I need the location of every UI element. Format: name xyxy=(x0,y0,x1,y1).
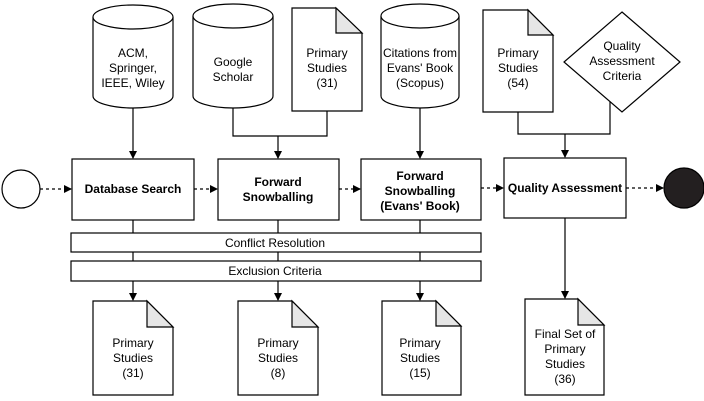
label-line: Studies xyxy=(545,357,585,371)
label-line: Primary xyxy=(399,336,440,350)
label-line: ACM, xyxy=(118,46,148,60)
label-line: (36) xyxy=(554,372,575,386)
label-line: Quality Assessment xyxy=(508,181,622,195)
digital-libraries-label: ACM,Springer,IEEE, Wiley xyxy=(101,46,164,90)
label-line: Criteria xyxy=(603,69,642,83)
label-line: Final Set of xyxy=(535,327,596,341)
label-line: Snowballing xyxy=(385,184,456,198)
label-line: (54) xyxy=(507,76,528,90)
label-line: Database Search xyxy=(85,182,182,196)
label-line: Quality xyxy=(603,39,640,53)
label-line: Springer, xyxy=(109,61,157,75)
label-line: Snowballing xyxy=(243,190,314,204)
label-line: Primary xyxy=(112,336,153,350)
quality-assessment-process: Quality Assessment xyxy=(503,157,627,219)
label-line: (Evans' Book) xyxy=(380,199,460,213)
label-line: (Scopus) xyxy=(396,76,444,90)
label-line: (15) xyxy=(409,366,430,380)
label-line: Citations from xyxy=(383,46,457,60)
label-line: Primary xyxy=(544,342,585,356)
digital-libraries-database: ACM,Springer,IEEE, Wiley xyxy=(92,4,174,109)
label-line: IEEE, Wiley xyxy=(101,76,164,90)
exclusion-criteria-label: Exclusion Criteria xyxy=(228,264,322,278)
label-line: Forward xyxy=(396,169,443,183)
conflict-resolution-label: Conflict Resolution xyxy=(225,236,325,250)
label-line: Primary xyxy=(257,336,298,350)
quality-assessment-label: Quality Assessment xyxy=(508,181,622,195)
database-search-label: Database Search xyxy=(85,182,182,196)
label-line: Forward xyxy=(254,175,301,189)
edge-scholar-primary-join xyxy=(232,108,328,137)
conflict-resolution-bar: Conflict Resolution xyxy=(70,232,482,253)
label-line: (31) xyxy=(122,366,143,380)
label-line: Studies xyxy=(498,61,538,75)
exclusion-criteria-bar: Exclusion Criteria xyxy=(70,260,482,282)
label-line: Studies xyxy=(400,351,440,365)
edge-54-criteria-join xyxy=(517,102,611,135)
start-node xyxy=(1,169,41,209)
end-node xyxy=(663,167,704,209)
label-line: (31) xyxy=(316,76,337,90)
label-line: Studies xyxy=(258,351,298,365)
label-line: Studies xyxy=(307,61,347,75)
label-line: Google xyxy=(214,55,253,69)
label-line: Studies xyxy=(113,351,153,365)
label-line: Evans' Book xyxy=(387,61,454,75)
label-line: Primary xyxy=(306,46,347,60)
label-line: Primary xyxy=(497,46,538,60)
label-line: Scholar xyxy=(213,70,254,84)
label-line: Assessment xyxy=(589,54,655,68)
label-line: (8) xyxy=(271,366,286,380)
database-search-process: Database Search xyxy=(71,158,195,221)
